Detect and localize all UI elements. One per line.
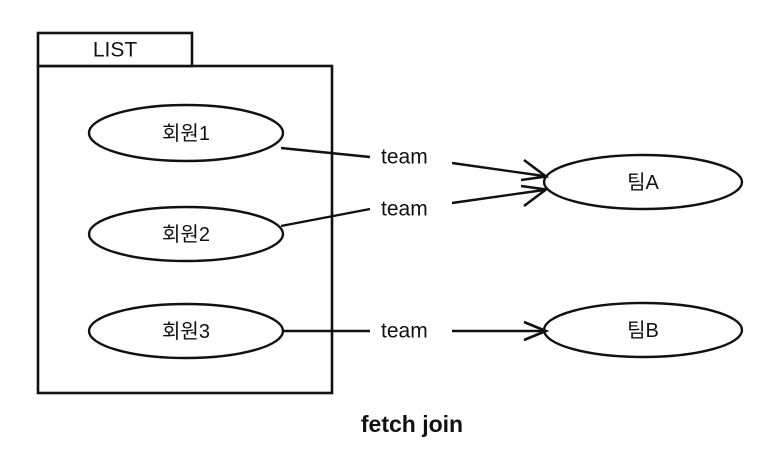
member-3-label: 회원3 (162, 320, 210, 343)
member-2-label: 회원2 (162, 223, 210, 246)
team-node-a[interactable]: 팀A (542, 153, 744, 211)
edge-member2-team-a: team (280, 184, 550, 228)
list-container-tab (36, 31, 194, 68)
edge-member3-team-b: team (283, 320, 550, 343)
edge-member1-team-a: team (280, 146, 550, 182)
diagram-caption: fetch join (361, 411, 463, 437)
list-container-tab-label: LIST (93, 39, 138, 62)
team-node-b[interactable]: 팀B (542, 301, 744, 359)
edge-1-stub-line (280, 146, 371, 159)
edge-2-arrowhead (520, 184, 550, 208)
member-1-label: 회원1 (162, 122, 210, 145)
team-b-label: 팀B (627, 319, 659, 342)
member-1-ellipse[interactable] (87, 103, 285, 163)
team-a-ellipse[interactable] (542, 153, 744, 211)
edge-2-arrow-line (451, 188, 545, 205)
edge-2-label: team (381, 198, 428, 221)
edge-1-arrow-line (451, 161, 545, 178)
team-a-label: 팀A (627, 171, 659, 194)
edge-2-stub-line (280, 207, 371, 228)
edge-3-label: team (381, 320, 428, 343)
member-2-ellipse[interactable] (87, 205, 285, 263)
edge-1-arrowhead (520, 158, 550, 182)
member-node-2[interactable]: 회원2 (87, 205, 285, 263)
edge-3-arrowhead (523, 320, 550, 342)
member-node-3[interactable]: 회원3 (87, 302, 285, 360)
edge-1-label: team (381, 146, 428, 169)
member-node-1[interactable]: 회원1 (87, 103, 285, 163)
